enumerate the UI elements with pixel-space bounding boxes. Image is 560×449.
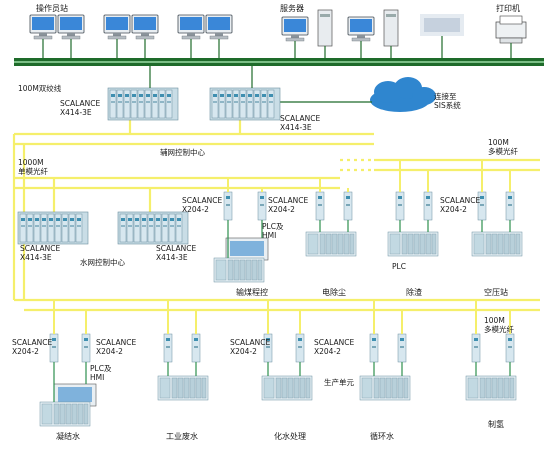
label-fiber-100m-bottom: 100M 多模光纤 [484, 316, 514, 334]
label-x204-1: SCALANCE X204-2 [182, 196, 223, 214]
cloud-icon [370, 77, 436, 112]
label-ring-100m: 100M双绞线 [18, 84, 62, 93]
label-printer: 打印机 [496, 4, 520, 13]
switch-x414-mid-right [117, 211, 189, 245]
label-operator-station: 操作员站 [36, 4, 68, 13]
switch-x414-top-right [209, 87, 281, 121]
label-chem-water: 化水处理 [274, 432, 306, 441]
label-x204-5: SCALANCE X204-2 [96, 338, 137, 356]
label-slag: 除渣 [406, 288, 422, 297]
label-plc-hmi-top: PLC及 HMI [262, 222, 284, 240]
label-server: 服务器 [280, 4, 304, 13]
label-scalance-x414-d: SCALANCE X414-3E [156, 244, 197, 262]
label-aux-center: 辅网控制中心 [160, 148, 205, 157]
label-scalance-x414-c: SCALANCE X414-3E [20, 244, 61, 262]
label-air: 空压站 [484, 288, 508, 297]
printer-icon [495, 15, 527, 44]
server-group [281, 9, 464, 47]
label-prod-unit: 生产单元 [324, 378, 354, 387]
label-industrial-water: 工业废水 [166, 432, 198, 441]
label-scalance-x414-a: SCALANCE X414-3E [60, 99, 101, 117]
switch-x414-mid-left [17, 211, 89, 245]
label-hydrogen: 制氢 [488, 420, 504, 429]
operator-station-group [29, 14, 233, 40]
label-x204-6: SCALANCE X204-2 [230, 338, 271, 356]
label-plc-hmi-bottom: PLC及 HMI [90, 364, 112, 382]
label-x204-2: SCALANCE X204-2 [268, 196, 309, 214]
label-water-center: 水网控制中心 [80, 258, 125, 267]
label-fiber-100m-top: 100M 多模光纤 [488, 138, 518, 156]
label-x204-7: SCALANCE X204-2 [314, 338, 355, 356]
label-plc-mid: PLC [392, 262, 406, 271]
label-scalance-x414-b: SCALANCE X414-3E [280, 114, 321, 132]
label-x204-4: SCALANCE X204-2 [12, 338, 53, 356]
bottom-row-devices [39, 333, 517, 427]
label-condense: 凝结水 [56, 432, 80, 441]
label-coal: 输煤程控 [236, 288, 268, 297]
label-dust: 电除尘 [322, 288, 346, 297]
switch-x414-top-left [107, 87, 179, 121]
label-cloud: 连接至 SIS系统 [434, 92, 461, 110]
label-circ-water: 循环水 [370, 432, 394, 441]
label-fiber-1000m: 1000M 单模光纤 [18, 158, 48, 176]
middle-row-devices [213, 191, 523, 283]
label-x204-3: SCALANCE X204-2 [440, 196, 481, 214]
